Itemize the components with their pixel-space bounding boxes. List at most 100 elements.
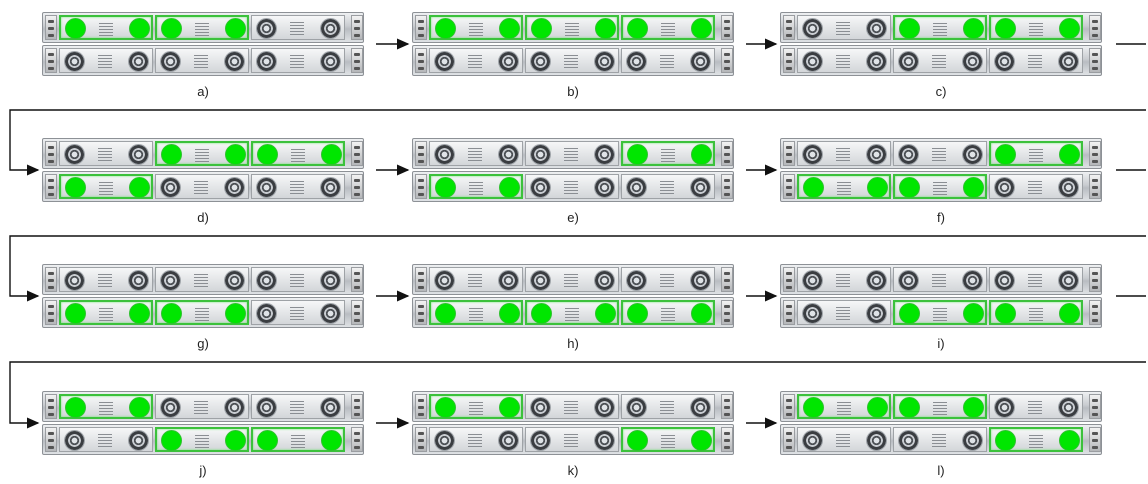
active-module — [251, 141, 345, 166]
rack-ear — [45, 394, 57, 419]
ear-indicator — [724, 319, 730, 322]
fan-icon — [866, 303, 887, 324]
ear-indicator — [48, 319, 54, 322]
fan-icon — [994, 397, 1015, 418]
bottom-server-unit — [780, 171, 1102, 202]
ear-indicator — [786, 20, 792, 23]
rack-panel — [412, 138, 744, 202]
vent-grille — [836, 274, 850, 287]
fan-icon — [1058, 397, 1079, 418]
vent-grille — [836, 22, 850, 35]
ear-indicator — [48, 312, 54, 315]
ear-indicator — [418, 60, 424, 63]
rack-ear — [1089, 15, 1101, 40]
idle-module — [989, 394, 1083, 419]
vent-grille — [1029, 23, 1043, 36]
active-fan-icon — [995, 430, 1016, 451]
vent-grille — [290, 55, 304, 68]
active-fan-icon — [65, 18, 86, 39]
idle-module — [525, 48, 619, 73]
idle-module — [797, 141, 891, 166]
active-module — [893, 394, 987, 419]
active-module — [155, 300, 249, 325]
active-fan-icon — [321, 144, 342, 165]
vent-grille — [661, 308, 675, 321]
rack-ear — [721, 141, 733, 166]
rack-ear — [783, 174, 795, 199]
ear-indicator — [786, 179, 792, 182]
vent-grille — [290, 274, 304, 287]
ear-indicator — [354, 186, 360, 189]
top-server-unit — [780, 138, 1102, 169]
vent-grille — [1028, 55, 1042, 68]
ear-indicator — [1092, 193, 1098, 196]
rack-ear — [45, 141, 57, 166]
ear-indicator — [786, 432, 792, 435]
rack-panel — [780, 12, 1112, 76]
active-fan-icon — [161, 144, 182, 165]
rack-ear — [45, 267, 57, 292]
idle-module — [797, 267, 891, 292]
active-module — [525, 300, 619, 325]
fan-icon — [256, 303, 277, 324]
fan-icon — [128, 144, 149, 165]
active-module — [989, 141, 1083, 166]
top-server-unit — [412, 264, 734, 295]
rack-ear — [721, 394, 733, 419]
rack-ear — [45, 174, 57, 199]
ear-indicator — [418, 67, 424, 70]
fan-icon — [866, 430, 887, 451]
ear-indicator — [354, 34, 360, 37]
fan-icon — [160, 270, 181, 291]
fan-icon — [626, 397, 647, 418]
active-module — [429, 174, 523, 199]
vent-grille — [661, 149, 675, 162]
ear-indicator — [724, 272, 730, 275]
rack-ear — [45, 48, 57, 73]
ear-indicator — [418, 186, 424, 189]
active-fan-icon — [627, 144, 648, 165]
vent-grille — [661, 435, 675, 448]
ear-indicator — [354, 20, 360, 23]
panel-label: f) — [937, 210, 945, 225]
rack-panel — [780, 264, 1112, 328]
fan-icon — [128, 51, 149, 72]
ear-indicator — [724, 305, 730, 308]
fan-icon — [64, 51, 85, 72]
active-fan-icon — [257, 144, 278, 165]
active-fan-icon — [161, 430, 182, 451]
ear-indicator — [1092, 146, 1098, 149]
ear-indicator — [1092, 179, 1098, 182]
fan-icon — [256, 397, 277, 418]
rack-ear — [415, 427, 427, 452]
rack-ear — [45, 427, 57, 452]
fan-icon — [594, 397, 615, 418]
vent-grille — [290, 307, 304, 320]
fan-icon — [64, 144, 85, 165]
top-server-unit — [42, 138, 364, 169]
vent-grille — [194, 401, 208, 414]
vent-grille — [468, 148, 482, 161]
panel-label: e) — [567, 210, 579, 225]
fan-icon — [320, 270, 341, 291]
fan-icon — [1058, 177, 1079, 198]
active-fan-icon — [899, 303, 920, 324]
ear-indicator — [354, 160, 360, 163]
ear-indicator — [1092, 446, 1098, 449]
active-fan-icon — [161, 18, 182, 39]
ear-indicator — [354, 319, 360, 322]
ear-indicator — [724, 179, 730, 182]
ear-indicator — [724, 279, 730, 282]
active-fan-icon — [963, 18, 984, 39]
rack-ear — [351, 427, 363, 452]
vent-grille — [660, 181, 674, 194]
fan-icon — [434, 144, 455, 165]
bottom-server-unit — [412, 297, 734, 328]
rack-panel — [412, 12, 744, 76]
top-server-unit — [780, 12, 1102, 43]
ear-indicator — [354, 446, 360, 449]
active-fan-icon — [803, 397, 824, 418]
fan-icon — [802, 144, 823, 165]
active-module — [429, 15, 523, 40]
